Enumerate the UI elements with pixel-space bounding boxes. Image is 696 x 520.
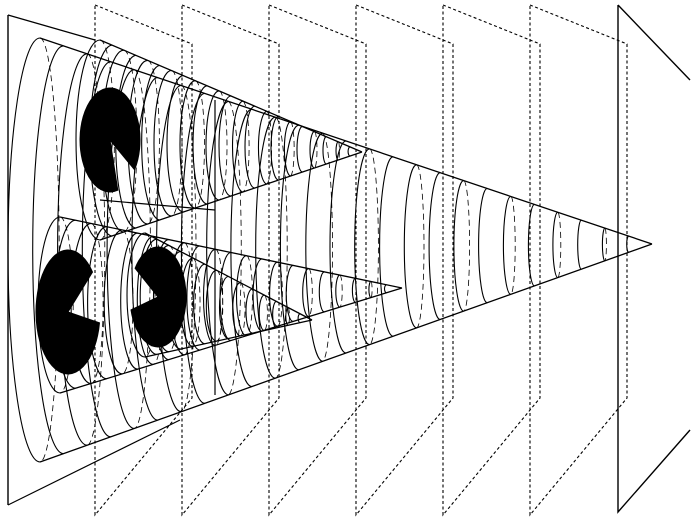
- cone-ring: [323, 137, 326, 164]
- cone-ring-back: [228, 101, 241, 395]
- cone-ring: [298, 314, 300, 323]
- right-frame: [618, 5, 690, 512]
- cone-ring: [528, 204, 534, 286]
- cone-ring: [503, 197, 510, 295]
- cone-ring-back: [275, 117, 287, 378]
- cone-ring: [270, 262, 278, 326]
- cone-ring: [355, 149, 370, 345]
- cone-ring: [627, 236, 629, 252]
- cone-ring-back: [314, 132, 317, 168]
- solid-frames: [8, 5, 690, 512]
- cone-ring: [454, 181, 464, 312]
- cone-ring: [253, 259, 262, 331]
- cone-ring-back: [216, 249, 223, 345]
- cone-ring-back: [417, 165, 424, 328]
- pacman-inducers: [36, 88, 186, 374]
- cone-ring-back: [371, 282, 372, 298]
- cone-ring: [380, 157, 393, 336]
- cone-ring: [303, 269, 309, 317]
- cone-ring-back: [309, 269, 313, 317]
- cone-ring-back: [370, 149, 379, 345]
- pacman-inducer: [80, 88, 140, 192]
- cone-ring: [8, 38, 40, 462]
- cone-ring: [336, 275, 340, 307]
- left-frame-bottom: [8, 420, 180, 505]
- cone-ring: [245, 106, 255, 188]
- cone-ring: [237, 256, 247, 336]
- cone-ring: [429, 173, 440, 320]
- cone-ring-back: [464, 181, 470, 312]
- cone-ring: [348, 147, 350, 156]
- cone-ring: [319, 272, 324, 312]
- cone-ring: [479, 189, 488, 303]
- cone-ring-back: [605, 228, 606, 261]
- dashed-plane: [443, 5, 540, 515]
- cone-ring: [246, 289, 252, 333]
- cone-ring: [297, 127, 303, 173]
- dashed-plane: [269, 5, 366, 515]
- cone-ring-back: [558, 212, 561, 277]
- cone-ring-back: [264, 295, 267, 331]
- cone-ring: [167, 76, 183, 212]
- cone-ring-back: [323, 133, 333, 361]
- cone-ring: [280, 125, 298, 370]
- cone-ring: [404, 165, 416, 328]
- cone-ring-back: [195, 81, 204, 208]
- cone-ring-back: [91, 224, 103, 384]
- cone-ring: [553, 212, 558, 277]
- cone-ring-back: [511, 197, 515, 295]
- cone-ring: [121, 233, 138, 369]
- cone-ring: [602, 228, 604, 261]
- pacman-inducer: [131, 247, 186, 347]
- cone-ring: [352, 278, 355, 302]
- left-frame-top: [8, 15, 95, 40]
- cone-ring: [271, 116, 279, 180]
- cone-ring: [231, 109, 252, 386]
- pacman-inducer: [36, 250, 100, 374]
- cone-ring: [385, 285, 387, 293]
- cone-ring: [578, 220, 582, 269]
- cone-ring-back: [340, 275, 342, 307]
- cone-ring: [306, 133, 323, 361]
- cone-ring: [369, 282, 371, 298]
